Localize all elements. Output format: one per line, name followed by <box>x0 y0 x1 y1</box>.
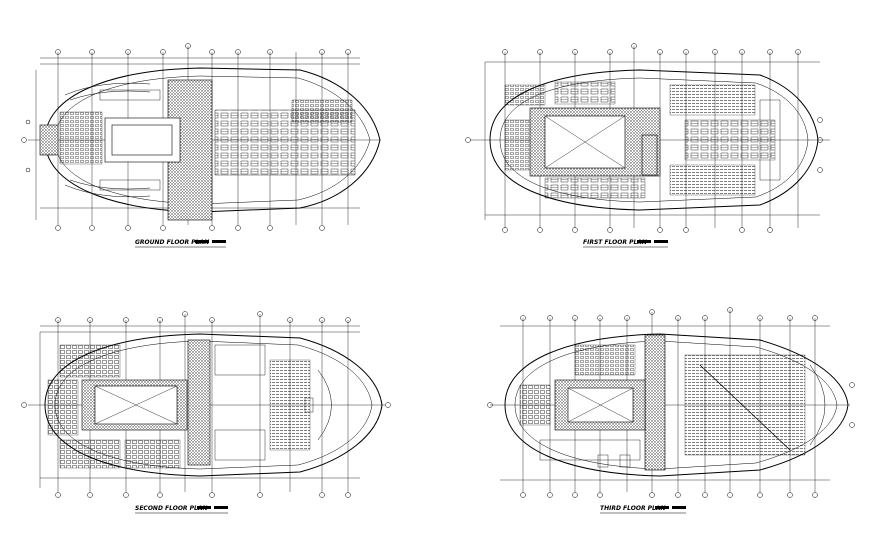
second-floor-plan <box>21 311 391 498</box>
grid-bubbles <box>21 311 391 498</box>
auditorium-seating <box>684 354 806 456</box>
central-core-hatch <box>644 334 666 471</box>
grid-bubbles <box>465 43 823 233</box>
grid-bubbles <box>21 43 351 231</box>
third-floor-plan <box>487 307 855 498</box>
first-floor-plan <box>465 43 830 233</box>
plan-title: THIRD FLOOR PLAN <box>600 505 666 512</box>
third-floor-title: THIRD FLOOR PLAN <box>600 505 686 514</box>
grid-lines <box>28 314 385 492</box>
auditorium-seating <box>269 359 311 451</box>
first-floor-title: FIRST FLOOR PLAN <box>583 239 668 248</box>
atrium <box>104 117 181 163</box>
ground-floor-title: GROUND FLOOR PLAN <box>135 239 226 248</box>
ground-floor-plan <box>21 43 381 231</box>
classroom-seating <box>574 344 636 376</box>
classrooms <box>59 344 121 378</box>
grid-bubbles <box>487 307 855 498</box>
second-floor-title: SECOND FLOOR PLAN <box>135 505 228 514</box>
hull-outline <box>44 67 381 213</box>
central-core-hatch <box>187 339 211 466</box>
plan-title: GROUND FLOOR PLAN <box>135 239 209 246</box>
reading-tables <box>684 119 776 161</box>
plan-title: FIRST FLOOR PLAN <box>583 239 647 246</box>
library-stacks <box>669 84 756 116</box>
plan-title: SECOND FLOOR PLAN <box>135 505 208 512</box>
